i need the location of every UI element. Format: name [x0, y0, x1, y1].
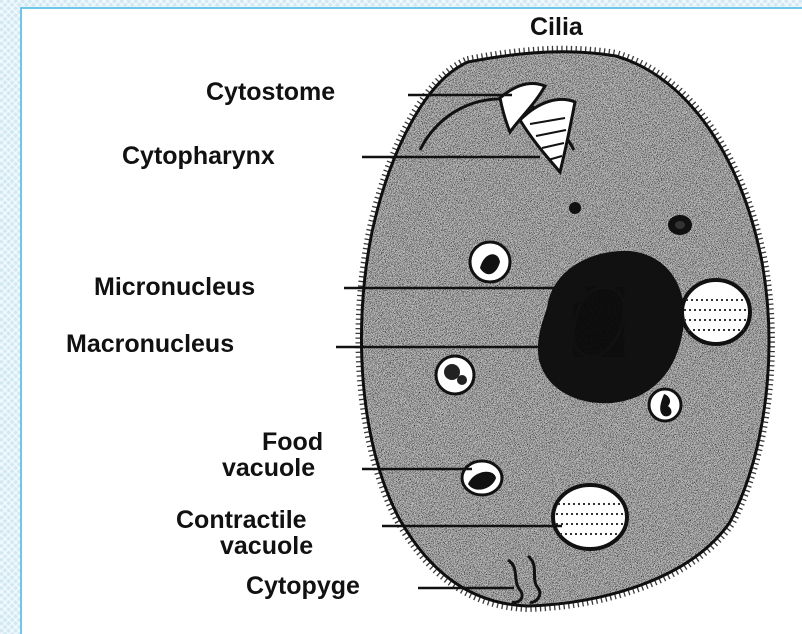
label-cytopyge: Cytopyge	[246, 572, 360, 600]
micronucleus	[558, 280, 586, 304]
granule	[569, 202, 581, 214]
label-micronucleus: Micronucleus	[94, 273, 255, 301]
label-contractile-vacuole-line1: Contractile	[176, 506, 307, 534]
food-vacuole-lower	[462, 461, 502, 495]
food-vacuole-upper	[470, 242, 510, 282]
food-vacuole-right	[649, 389, 681, 421]
contractile-vacuole-lower	[553, 485, 627, 549]
dark-vacuole-core	[675, 221, 685, 229]
label-food-vacuole-line1: Food	[262, 428, 323, 456]
label-food-vacuole-line2: vacuole	[222, 454, 315, 482]
label-contractile-vacuole-line2: vacuole	[220, 532, 313, 560]
food-vacuole-left	[436, 356, 474, 394]
label-macronucleus: Macronucleus	[66, 330, 234, 358]
label-cytostome: Cytostome	[206, 78, 335, 106]
label-cytopharynx: Cytopharynx	[122, 142, 275, 170]
label-cilia: Cilia	[530, 13, 584, 41]
contractile-vacuole-upper	[682, 280, 750, 344]
